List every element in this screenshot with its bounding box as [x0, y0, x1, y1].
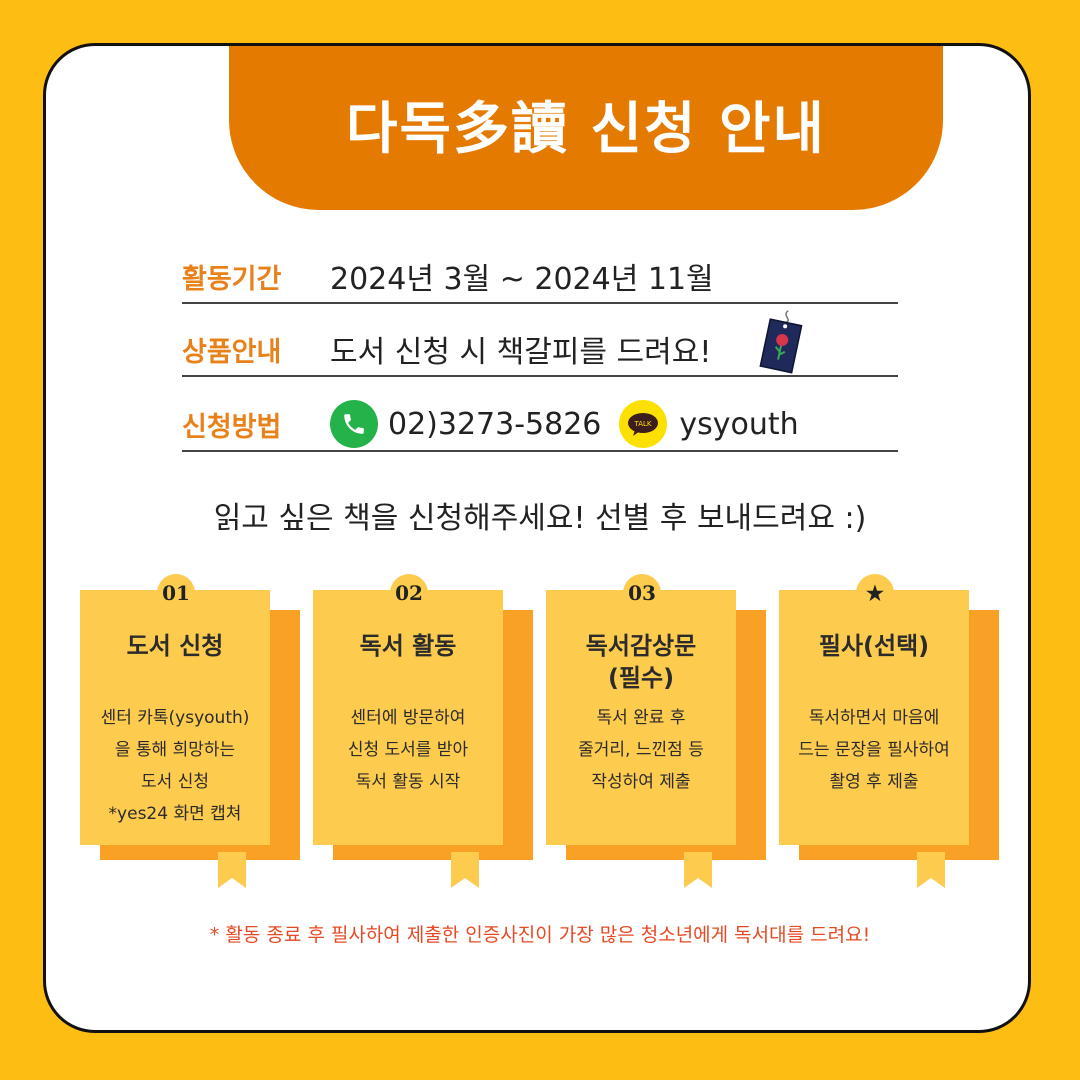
step-badge: 02 — [390, 574, 428, 612]
info-row-period: 활동기간 2024년 3월 ~ 2024년 11월 — [182, 250, 898, 304]
bookmark-ribbon-icon — [684, 852, 712, 888]
gift-label: 상품안내 — [182, 336, 282, 368]
info-row-gift: 상품안내 도서 신청 시 책갈피를 드려요! — [182, 323, 898, 377]
step-title-line: 도서 신청 — [126, 632, 224, 660]
phone-number: 02)3273-5826 — [388, 406, 602, 442]
kakaotalk-icon: TALK — [619, 400, 668, 448]
step-badge: 03 — [623, 574, 661, 612]
period-value: 2024년 3월 ~ 2024년 11월 — [330, 262, 714, 297]
step-title-line: 독서 활동 — [359, 632, 457, 660]
step-title: 도서 신청 — [80, 630, 270, 662]
step-badge: ★ — [856, 574, 894, 612]
bookmark-ribbon-icon — [917, 852, 945, 888]
footnote: * 활동 종료 후 필사하여 제출한 인증사진이 가장 많은 청소년에게 독서대… — [209, 924, 871, 946]
main-card: 다독多讀 신청 안내 — [43, 43, 1031, 1033]
step-description-line: 독서하면서 마음에 — [808, 708, 940, 728]
bookmark-icon — [759, 310, 803, 374]
step-description-line: 센터에 방문하여 — [350, 708, 466, 728]
bookmark-ribbon-icon — [218, 852, 246, 888]
intro-text: 읽고 싶은 책을 신청해주세요! 선별 후 보내드려요 :) — [213, 501, 867, 536]
info-row-method: 신청방법 02)3273-5826 TALK ysyouth — [182, 398, 898, 452]
step-description-line: 작성하여 제출 — [591, 772, 691, 792]
page-title: 다독多讀 신청 안내 — [345, 96, 827, 162]
step-description-line: 도서 신청 — [141, 772, 209, 792]
step-title: 독서감상문 (필수) — [546, 630, 736, 694]
step-badge: 01 — [157, 574, 195, 612]
step-description-line: 신청 도서를 받아 — [347, 740, 469, 760]
step-description-line: *yes24 화면 캡쳐 — [108, 804, 242, 824]
step-title-line: 필사(선택) — [818, 632, 930, 660]
step-description-line: 촬영 후 제출 — [829, 772, 919, 792]
bookmark-ribbon-icon — [451, 852, 479, 888]
gift-value: 도서 신청 시 책갈피를 드려요! — [330, 335, 712, 370]
phone-icon — [330, 400, 378, 448]
method-label: 신청방법 — [182, 411, 282, 443]
step-description-line: 줄거리, 느낀점 등 — [578, 740, 704, 760]
kakao-id: ysyouth — [679, 406, 799, 442]
step-description-line: 독서 활동 시작 — [355, 772, 461, 792]
period-label: 활동기간 — [182, 263, 282, 295]
step-title-line: 독서감상문 — [585, 632, 697, 660]
step-title-line: (필수) — [607, 664, 675, 692]
step-description-line: 독서 완료 후 — [596, 708, 686, 728]
title-banner: 다독多讀 신청 안내 — [229, 46, 943, 210]
svg-text:TALK: TALK — [634, 420, 652, 428]
step-title: 독서 활동 — [313, 630, 503, 662]
step-title: 필사(선택) — [779, 630, 969, 662]
step-description-line: 드는 문장을 필사하여 — [798, 740, 950, 760]
step-description-line: 을 통해 희망하는 — [114, 740, 236, 760]
step-description-line: 센터 카톡(ysyouth) — [100, 708, 250, 728]
